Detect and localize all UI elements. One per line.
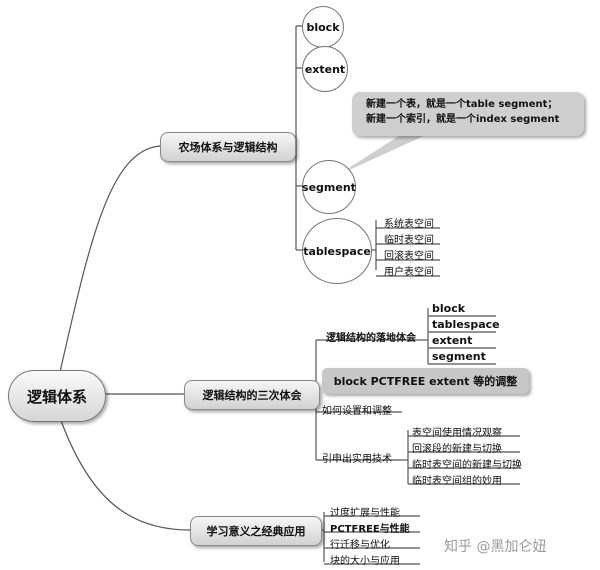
list-item: extent [432, 334, 473, 347]
sub-branch-label: 引申出实用技术 [322, 454, 392, 465]
segment-label: segment [302, 180, 356, 194]
list-item: 回滚表空间 [384, 251, 434, 262]
tablespace-label: tablespace [303, 244, 371, 258]
segment-node: segment [302, 160, 356, 214]
tablespace-node: tablespace [302, 218, 372, 284]
callout-line: 新建一个表，就是一个table segment； [366, 99, 558, 110]
list-item: block [432, 302, 466, 315]
segment-callout: 新建一个表，就是一个table segment； 新建一个索引，就是一个inde… [352, 92, 584, 136]
branch-label: 逻辑结构的三次体会 [202, 389, 302, 402]
list-item: 行迁移与优化 [330, 540, 390, 551]
block-node: block [302, 6, 344, 48]
list-item: 表空间使用情况观察 [412, 428, 502, 439]
branch-logical-structure: 农场体系与逻辑结构 [160, 132, 296, 162]
list-item: 过度扩展与性能 [330, 508, 400, 519]
root-node: 逻辑体系 [8, 370, 106, 422]
callout-line: 新建一个索引，就是一个index segment [366, 114, 560, 125]
list-item: 块的大小与应用 [330, 556, 400, 567]
sub-branch-label: 逻辑结构的落地体会 [326, 333, 416, 344]
branch-three-lessons: 逻辑结构的三次体会 [184, 380, 320, 410]
branch-label: 农场体系与逻辑结构 [178, 141, 278, 154]
list-item: 临时表空间的新建与切换 [412, 460, 522, 471]
list-item: 临时表空间组的妙用 [412, 476, 502, 487]
list-item: PCTFREE与性能 [330, 524, 410, 535]
list-item: 用户表空间 [384, 267, 434, 278]
branch-classic-applications: 学习意义之经典应用 [190, 516, 322, 546]
block-label: block [306, 20, 340, 34]
watermark: 知乎 @黑加仑妞 [444, 539, 547, 555]
list-item: 临时表空间 [384, 235, 434, 246]
pctfree-banner: block PCTFREE extent 等的调整 [322, 368, 529, 394]
root-label: 逻辑体系 [26, 387, 87, 406]
sub-branch-label: 如何设置和调整 [322, 406, 392, 417]
list-item: tablespace [432, 318, 500, 331]
banner-label: block PCTFREE extent 等的调整 [333, 375, 518, 388]
branch-label: 学习意义之经典应用 [206, 525, 306, 538]
extent-node: extent [302, 46, 348, 92]
extent-label: extent [304, 62, 346, 76]
list-item: 回滚段的新建与切换 [412, 444, 502, 455]
list-item: 系统表空间 [384, 219, 434, 230]
list-item: segment [432, 350, 486, 363]
